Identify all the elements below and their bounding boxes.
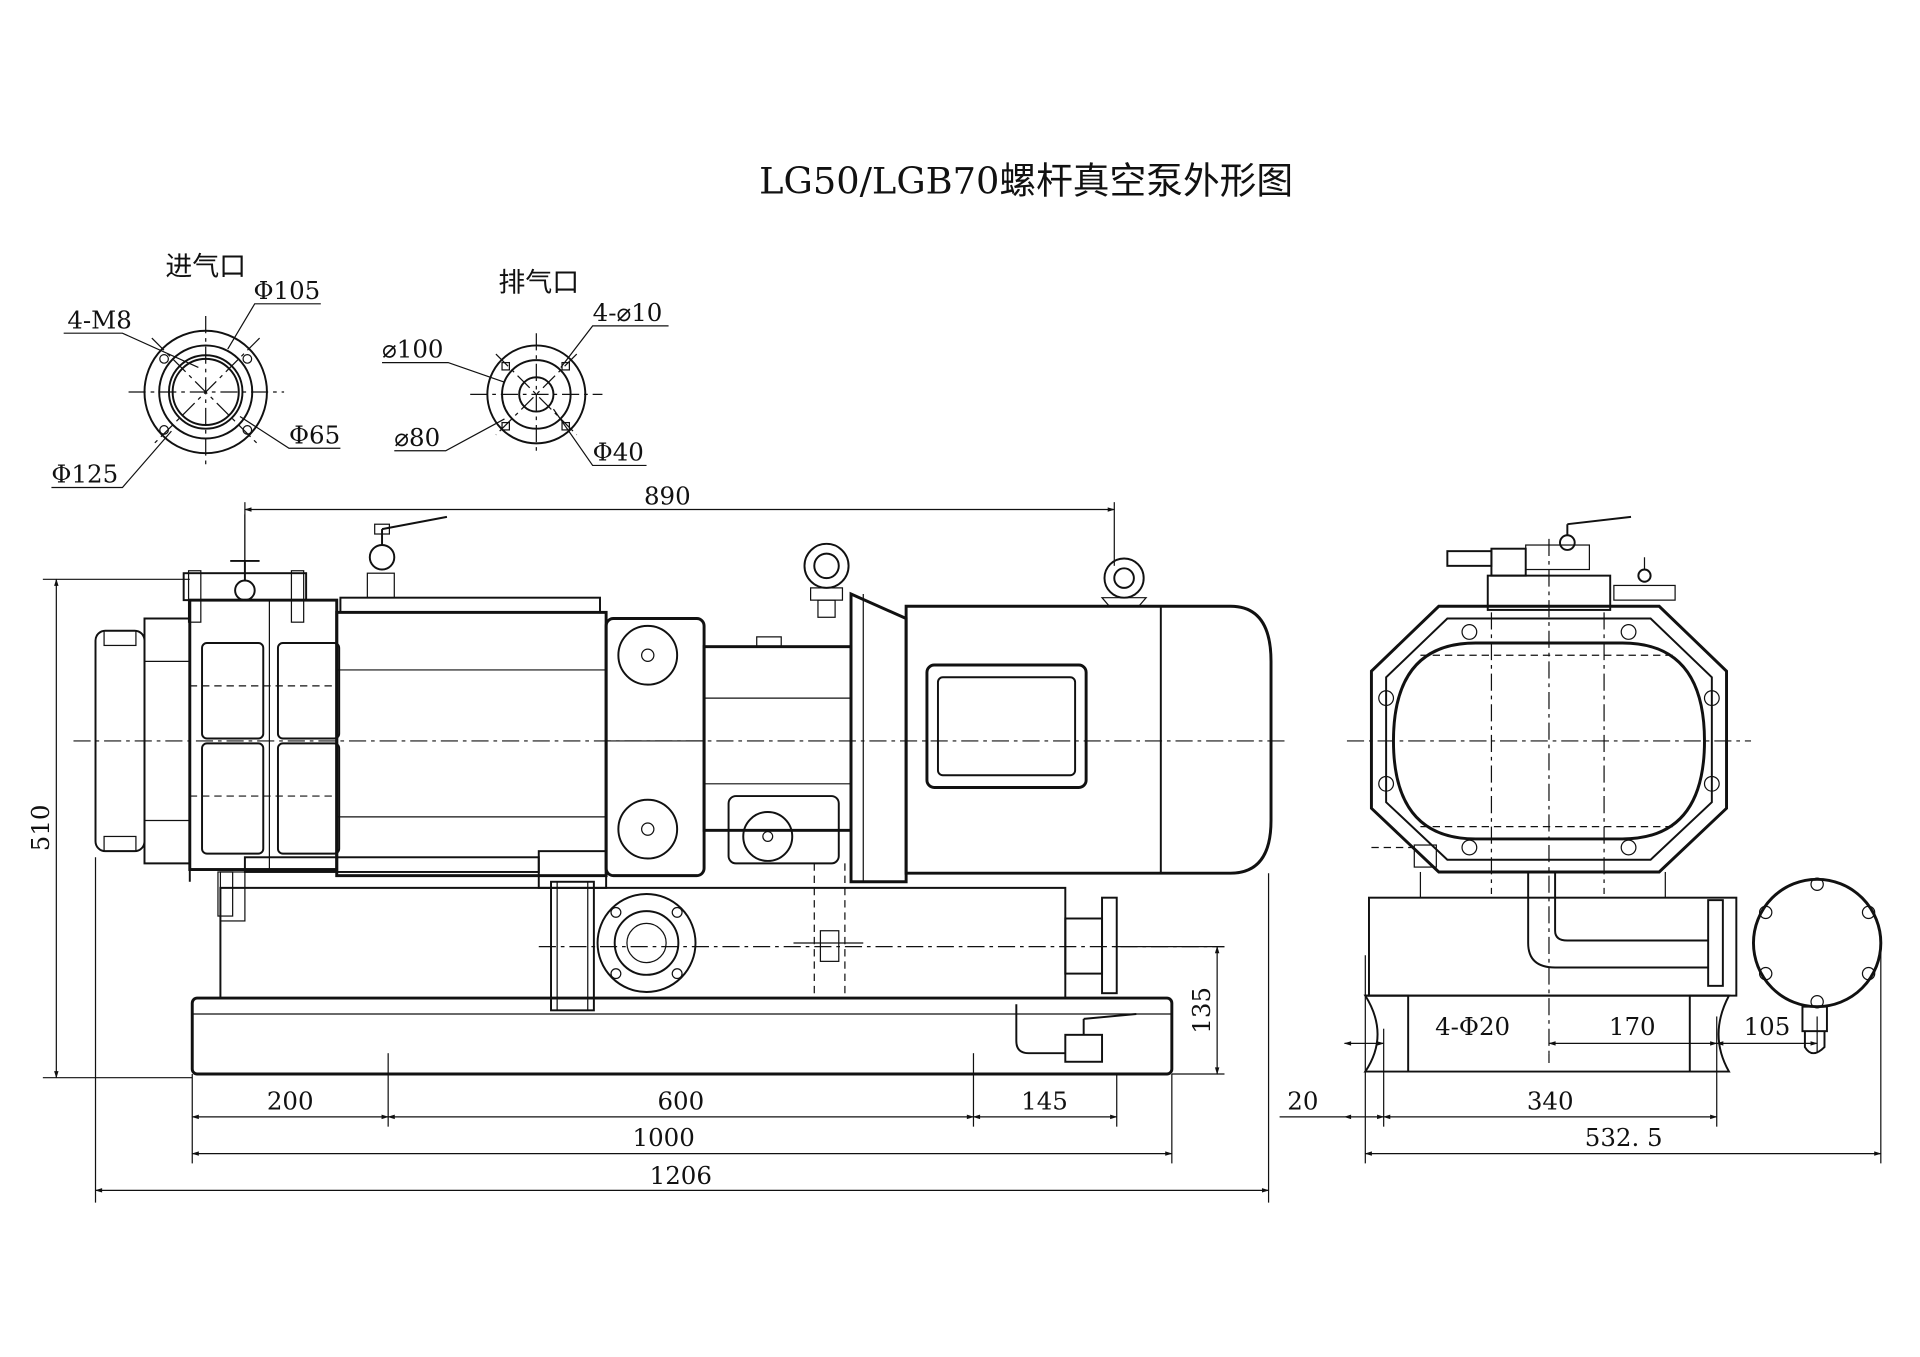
dim-105: 105 — [1744, 1012, 1791, 1041]
inlet-bolt-dia-label: Φ105 — [253, 276, 320, 305]
dim-510: 510 — [26, 805, 55, 852]
pump-side-view — [73, 514, 1286, 1076]
end-view-dimensions: 4-Φ20 170 105 20 340 532. 5 — [1279, 942, 1882, 1164]
dim-532-5: 532. 5 — [1585, 1123, 1663, 1152]
outlet-bolt-dia-label: ⌀100 — [382, 335, 443, 364]
inlet-outer-dia-label: Φ125 — [51, 460, 118, 489]
dim-1000: 1000 — [633, 1123, 695, 1152]
inlet-thread-label: 4-M8 — [67, 305, 131, 334]
end-holes-label: 4-Φ20 — [1435, 1012, 1510, 1041]
dim-1206: 1206 — [650, 1161, 712, 1190]
outlet-holes-label: 4-⌀10 — [593, 298, 663, 327]
dim-145: 145 — [1021, 1087, 1068, 1116]
drawing-title: LG50/LGB70螺杆真空泵外形图 — [759, 160, 1293, 203]
pump-end-view — [1346, 515, 1883, 1073]
dim-340: 340 — [1527, 1087, 1574, 1116]
inlet-flange-detail: 进气口 4-M8 Φ105 Φ65 Φ125 — [51, 252, 341, 489]
dim-170: 170 — [1609, 1012, 1656, 1041]
inlet-label: 进气口 — [165, 252, 246, 283]
inlet-inner-dia-label: Φ65 — [289, 420, 340, 449]
dim-890: 890 — [644, 482, 691, 511]
outlet-inner-dia-label: Φ40 — [593, 438, 644, 467]
outlet-mid-dia-label: ⌀80 — [394, 423, 440, 452]
outlet-flange-detail: 排气口 4-⌀10 ⌀100 ⌀80 Φ40 — [382, 268, 669, 467]
side-view-dimensions: 890 510 135 200 600 145 1000 1206 — [26, 482, 1270, 1203]
dim-200: 200 — [267, 1087, 314, 1116]
outlet-label: 排气口 — [498, 268, 579, 299]
dim-20: 20 — [1287, 1087, 1318, 1116]
dim-600: 600 — [657, 1087, 704, 1116]
dim-135: 135 — [1187, 987, 1216, 1034]
